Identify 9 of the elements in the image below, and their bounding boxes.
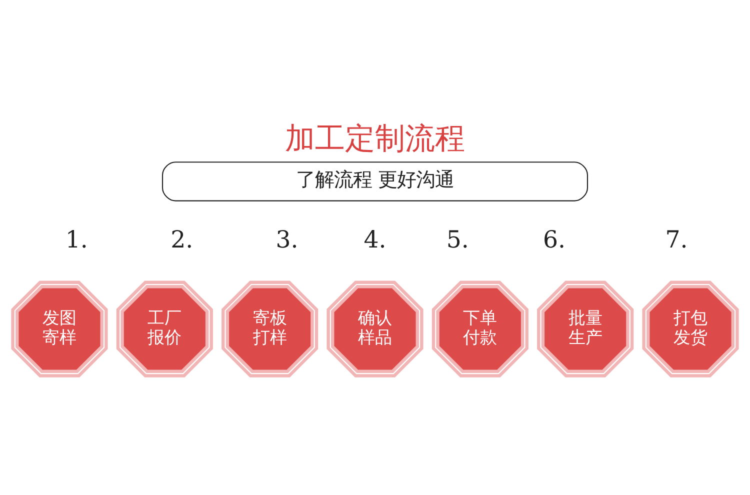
- diagram-title: 加工定制流程: [285, 121, 465, 156]
- node-label: 4.: [364, 225, 386, 254]
- node-label: 1.: [65, 225, 88, 254]
- node-label: 7.: [665, 225, 688, 254]
- node-box: 了解流程 更好沟通: [162, 161, 588, 201]
- node-label: 2.: [170, 225, 194, 254]
- node-label: 3.: [276, 225, 298, 254]
- node-label: 5.: [446, 225, 469, 254]
- node-label: 6.: [542, 225, 566, 254]
